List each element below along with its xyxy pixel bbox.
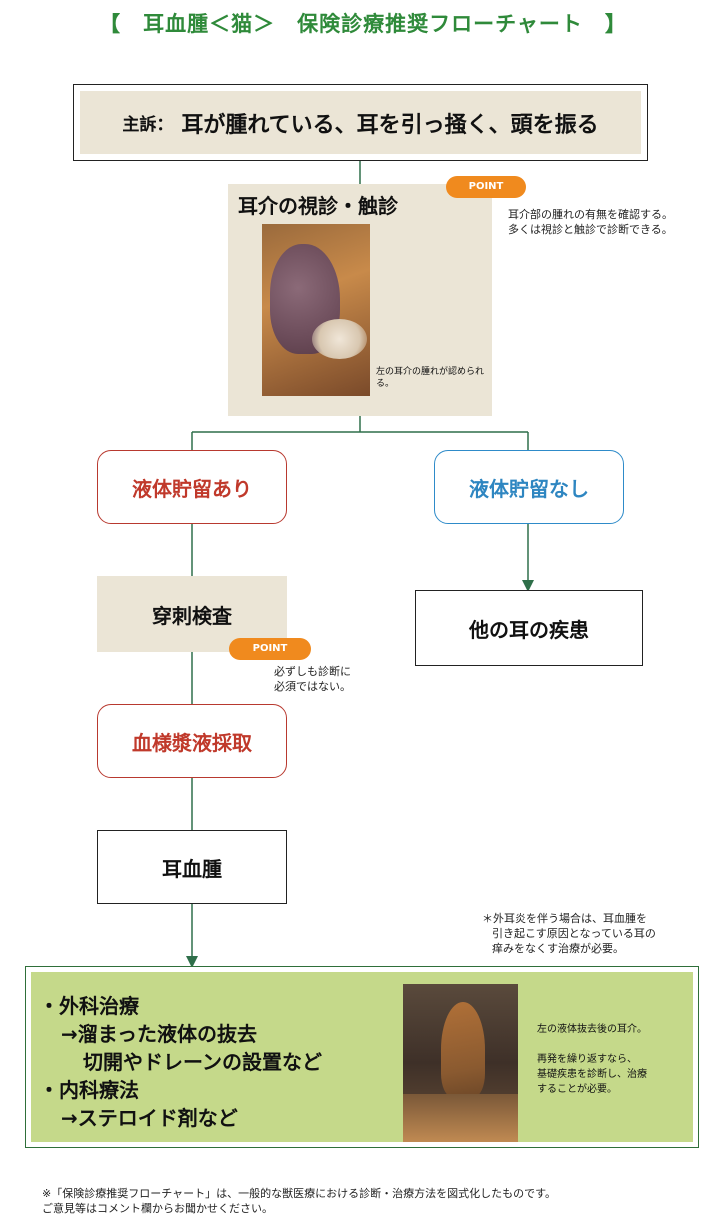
ear-shape xyxy=(441,1002,485,1097)
exam-title: 耳介の視診・触診 xyxy=(238,194,398,218)
fur-shape xyxy=(403,1094,518,1142)
puncture-point-note-line: 必須ではない。 xyxy=(274,680,351,693)
serosanguineous-fluid-box: 血様漿液採取 xyxy=(97,704,287,778)
treatment-photo-caption: 左の液体抜去後の耳介。 xyxy=(537,1024,647,1035)
treatment-surgical-detail-1: →溜まった液体の抜去 xyxy=(61,1022,257,1046)
branch-fluid-present: 液体貯留あり xyxy=(97,450,287,524)
treatment-recurrence-note: 再発を繰り返すなら、 基礎疾患を診断し、治療 することが必要。 xyxy=(537,1052,697,1097)
otitis-note-line: 引き起こす原因となっている耳の xyxy=(492,927,656,940)
treatment-panel: ・外科治療 →溜まった液体の抜去 切開やドレーンの設置など ・内科療法 →ステロ… xyxy=(25,966,699,1148)
footer-line: ご意見等はコメント欄からお聞かせください。 xyxy=(42,1202,273,1215)
puncture-point-note: 必ずしも診断に 必須ではない。 xyxy=(274,664,394,694)
branch-fluid-absent: 液体貯留なし xyxy=(434,450,624,524)
footer-line: ※「保険診療推奨フローチャート」は、一般的な獣医療における診断・治療方法を図式化… xyxy=(42,1187,557,1200)
exam-point-note-line: 多くは視診と触診で診断できる。 xyxy=(508,223,673,236)
other-ear-disease-box: 他の耳の疾患 xyxy=(415,590,643,666)
aural-hematoma-box: 耳血腫 xyxy=(97,830,287,904)
fur-shape xyxy=(312,319,367,359)
puncture-point-note-line: 必ずしも診断に xyxy=(274,665,351,678)
point-badge-puncture: POINT xyxy=(229,638,311,660)
treatment-recurrence-line: することが必要。 xyxy=(537,1084,617,1095)
complaint-label: 主訴： xyxy=(122,115,174,135)
treatment-surgical: ・外科治療 xyxy=(39,994,139,1018)
exam-point-note-line: 耳介部の腫れの有無を確認する。 xyxy=(508,208,673,221)
complaint-text: 耳が腫れている、耳を引っ掻く、頭を振る xyxy=(181,112,599,138)
treatment-surgical-detail-2: 切開やドレーンの設置など xyxy=(83,1050,322,1074)
footer-note: ※「保険診療推奨フローチャート」は、一般的な獣医療における診断・治療方法を図式化… xyxy=(42,1186,556,1216)
exam-box: 耳介の視診・触診 左の耳介の腫れが認められる。 xyxy=(228,184,492,416)
page-title: 【 耳血腫＜猫＞ 保険診療推奨フローチャート 】 xyxy=(99,12,627,36)
exam-point-note: 耳介部の腫れの有無を確認する。 多くは視診と触診で診断できる。 xyxy=(508,207,723,237)
swollen-ear-photo xyxy=(262,224,370,396)
treatment-recurrence-line: 再発を繰り返すなら、 xyxy=(537,1054,637,1065)
exam-photo-caption: 左の耳介の腫れが認められる。 xyxy=(376,367,485,389)
otitis-note: ＊外耳炎を伴う場合は、耳血腫を 引き起こす原因となっている耳の 痒みをなくす治療… xyxy=(482,911,722,956)
otitis-note-line: 痒みをなくす治療が必要。 xyxy=(492,942,624,955)
post-drainage-ear-photo xyxy=(403,984,518,1142)
otitis-note-line: ＊外耳炎を伴う場合は、耳血腫を xyxy=(482,912,647,925)
treatment-recurrence-line: 基礎疾患を診断し、治療 xyxy=(537,1069,647,1080)
point-badge-exam: POINT xyxy=(446,176,526,198)
treatment-medical-detail: →ステロイド剤など xyxy=(61,1106,238,1130)
puncture-test-box: 穿刺検査 xyxy=(97,576,287,652)
chief-complaint-box: 主訴： 耳が腫れている、耳を引っ掻く、頭を振る xyxy=(73,84,648,161)
treatment-medical: ・内科療法 xyxy=(39,1078,139,1102)
